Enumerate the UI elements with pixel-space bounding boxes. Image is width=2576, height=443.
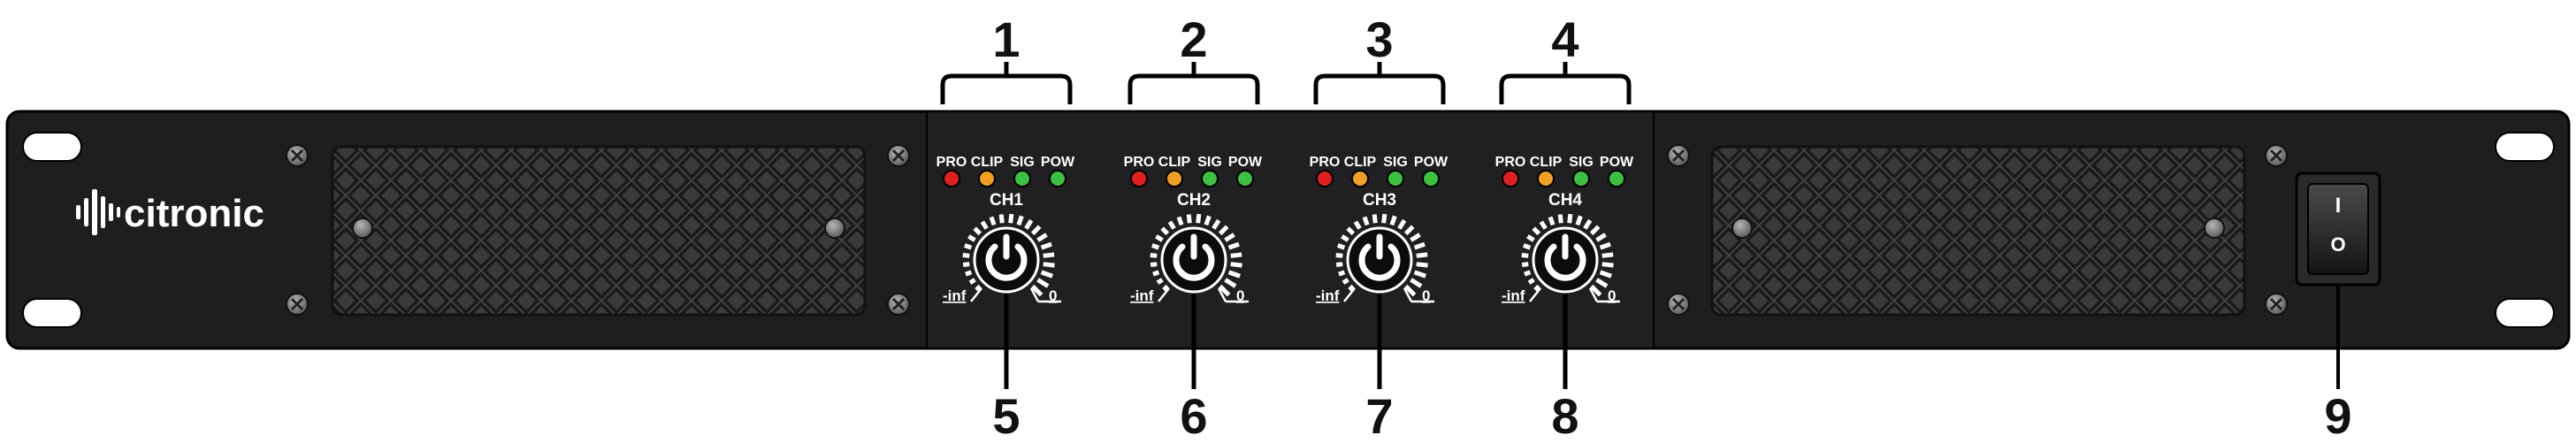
gain-min-label: -inf — [1502, 287, 1525, 304]
rack-mount-slots — [22, 132, 2555, 328]
screw-icon — [2265, 293, 2288, 316]
led-label-pro: PRO — [1495, 155, 1526, 170]
channel-label: CH2 — [1177, 191, 1211, 210]
power-on-symbol: I — [2335, 194, 2342, 218]
callout-number-7: 7 — [1365, 388, 1393, 443]
gain-min-label: -inf — [943, 287, 967, 304]
callout-number-4: 4 — [1551, 11, 1578, 67]
led-clip-indicator — [1351, 170, 1369, 187]
led-pow-indicator — [1608, 170, 1625, 187]
callout-number-9: 9 — [2324, 388, 2351, 443]
led-label-sig: SIG — [1569, 155, 1594, 170]
channel-label: CH4 — [1548, 191, 1582, 210]
led-label-clip: CLIP — [1344, 155, 1377, 170]
callout-bracket-3 — [1313, 73, 1446, 104]
callout-number-1: 1 — [992, 11, 1020, 67]
gain-min-label: -inf — [1130, 287, 1154, 304]
callout-number-2: 2 — [1180, 11, 1207, 67]
channel-label: CH3 — [1363, 191, 1396, 210]
screw-icon — [286, 293, 309, 316]
led-pro-indicator — [1502, 170, 1519, 187]
led-pro-indicator — [1316, 170, 1334, 187]
gain-scale-ticks — [1335, 213, 1428, 297]
led-pow-indicator — [1422, 170, 1440, 187]
screw-icon — [887, 293, 910, 316]
led-pro-indicator — [943, 170, 960, 187]
gain-knob[interactable] — [1532, 226, 1599, 294]
power-switch[interactable]: I O 9 — [2295, 172, 2381, 443]
callout-bracket-4 — [1499, 73, 1632, 104]
gain-max-label: 0 — [1049, 287, 1057, 304]
led-label-sig: SIG — [1197, 155, 1222, 170]
led-label-pow: POW — [1041, 155, 1075, 170]
gain-max-label: 0 — [1236, 287, 1244, 304]
callout-number-6: 6 — [1180, 388, 1207, 443]
vent-grill-left — [331, 145, 867, 317]
led-sig-indicator — [1387, 170, 1404, 187]
vent-grill-right — [1710, 145, 2246, 317]
led-pow-indicator — [1236, 170, 1254, 187]
screw-icon — [286, 144, 309, 167]
screw-icon — [1667, 144, 1690, 167]
power-off-symbol: O — [2330, 233, 2345, 256]
led-clip-indicator — [978, 170, 996, 187]
gain-max-label: 0 — [1608, 287, 1616, 304]
led-pro-indicator — [1130, 170, 1148, 187]
rack-slot-top-left — [22, 132, 82, 162]
led-label-pow: POW — [1600, 155, 1634, 170]
led-label-clip: CLIP — [1158, 155, 1191, 170]
channel-label: CH1 — [990, 191, 1023, 210]
waveform-icon — [76, 189, 120, 235]
led-sig-indicator — [1572, 170, 1590, 187]
led-label-pro: PRO — [936, 155, 967, 170]
screw-icon — [887, 144, 910, 167]
gain-scale-ticks — [1150, 213, 1242, 297]
gain-scale-ticks — [962, 213, 1055, 297]
rack-slot-bottom-left — [22, 298, 82, 328]
callout-bracket-2 — [1127, 73, 1260, 104]
callout-bracket-1 — [940, 73, 1073, 104]
brand-logo: citronic — [76, 189, 264, 235]
callout-number-5: 5 — [992, 388, 1020, 443]
led-label-pow: POW — [1414, 155, 1449, 170]
rack-slot-bottom-right — [2495, 298, 2555, 328]
led-sig-indicator — [1201, 170, 1219, 187]
led-clip-indicator — [1537, 170, 1555, 187]
led-label-sig: SIG — [1010, 155, 1035, 170]
callout-number-8: 8 — [1551, 388, 1578, 443]
screw-icon — [1667, 293, 1690, 316]
screw-icon — [2265, 144, 2288, 167]
led-label-sig: SIG — [1383, 155, 1408, 170]
gain-knob[interactable] — [973, 226, 1040, 294]
led-label-clip: CLIP — [1530, 155, 1563, 170]
callout-number-3: 3 — [1365, 11, 1393, 67]
gain-scale-ticks — [1521, 213, 1614, 297]
gain-max-label: 0 — [1422, 287, 1430, 304]
gain-knob[interactable] — [1160, 226, 1227, 294]
rocker-switch-icon[interactable] — [2307, 183, 2369, 275]
led-sig-indicator — [1013, 170, 1031, 187]
gain-knob[interactable] — [1346, 226, 1413, 294]
rack-slot-top-right — [2495, 132, 2555, 162]
led-label-pow: POW — [1228, 155, 1263, 170]
led-label-pro: PRO — [1124, 155, 1155, 170]
led-clip-indicator — [1166, 170, 1183, 187]
led-label-pro: PRO — [1310, 155, 1341, 170]
led-label-clip: CLIP — [971, 155, 1004, 170]
brand-name: citronic — [124, 192, 264, 235]
led-pow-indicator — [1049, 170, 1066, 187]
gain-min-label: -inf — [1316, 287, 1340, 304]
panel-screws — [286, 144, 2288, 316]
